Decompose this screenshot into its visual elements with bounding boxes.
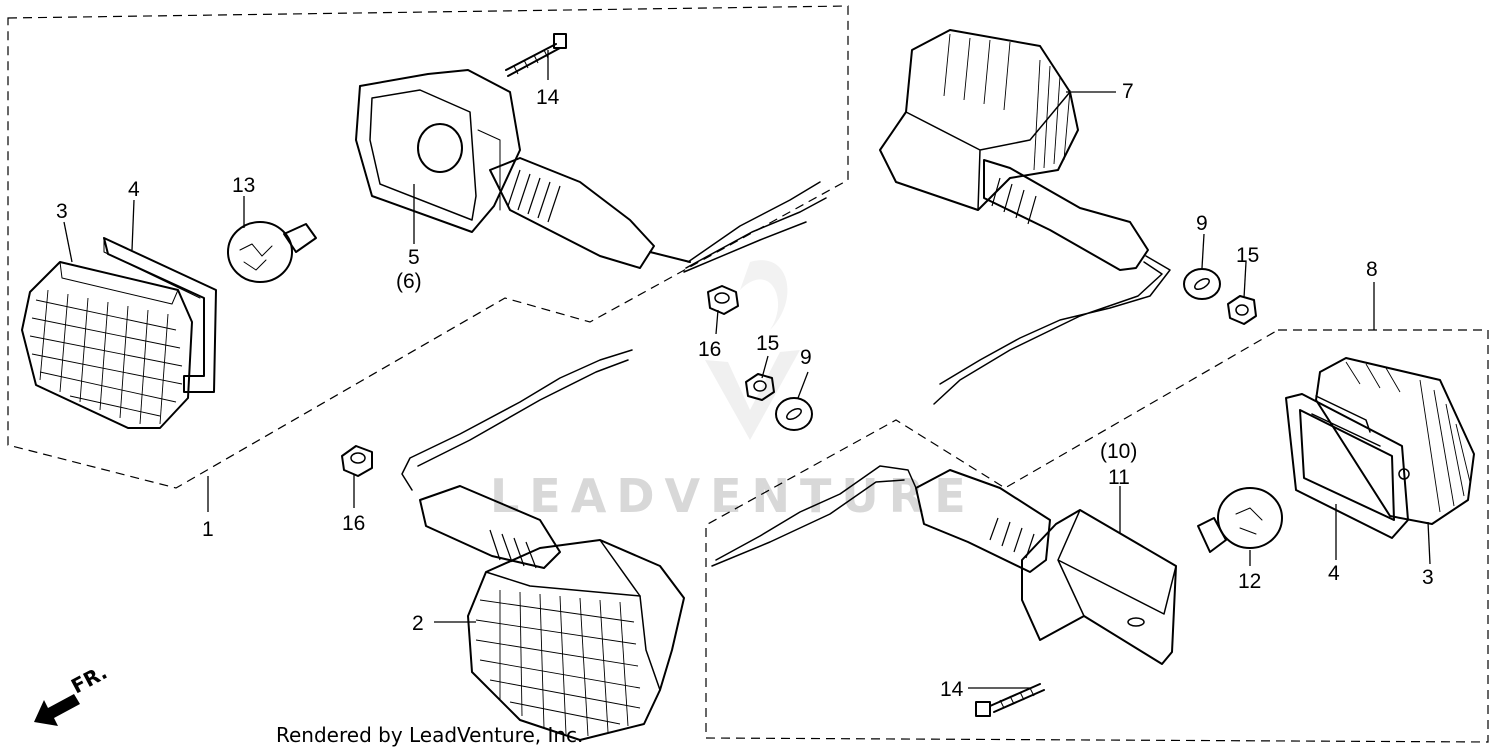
gasket-4-right bbox=[1285, 393, 1409, 539]
leader-lines bbox=[63, 50, 1431, 689]
lens-3-right bbox=[1315, 357, 1475, 525]
bulb-13 bbox=[227, 221, 317, 283]
callout-1: 1 bbox=[202, 518, 214, 541]
front-arrow-icon bbox=[34, 694, 80, 726]
bulb-12 bbox=[1197, 487, 1283, 553]
callout-10: (10) bbox=[1100, 440, 1137, 463]
callout-3-left: 3 bbox=[56, 200, 68, 223]
callout-15-right: 15 bbox=[1236, 244, 1259, 267]
callout-14-bottom: 14 bbox=[940, 678, 964, 701]
housing-11 bbox=[711, 465, 1177, 665]
callout-11: 11 bbox=[1108, 466, 1130, 489]
assembly-8-boundary bbox=[705, 329, 1489, 743]
callout-2: 2 bbox=[412, 612, 424, 635]
callouts: 3 4 13 5 (6) 14 7 9 15 8 16 15 9 16 1 (1… bbox=[56, 80, 1434, 701]
nut-16-lower bbox=[341, 445, 373, 477]
washer-9-right bbox=[1183, 268, 1221, 300]
callout-4-right: 4 bbox=[1328, 562, 1340, 585]
front-arrow: FR. bbox=[34, 660, 111, 726]
washer-9-left bbox=[775, 397, 813, 431]
nut-15-right bbox=[1227, 295, 1257, 325]
callout-15-left: 15 bbox=[756, 332, 779, 355]
gasket-4-left bbox=[103, 237, 217, 393]
turn-signal-2 bbox=[401, 349, 685, 741]
callout-9-left: 9 bbox=[800, 346, 812, 369]
callout-7: 7 bbox=[1122, 80, 1134, 103]
callout-16-lower: 16 bbox=[342, 512, 365, 535]
callout-5: 5 bbox=[408, 246, 420, 269]
callout-3-right: 3 bbox=[1422, 566, 1434, 589]
watermark-text: LEADVENTURE bbox=[490, 469, 976, 523]
callout-13: 13 bbox=[232, 174, 255, 197]
watermark-logo bbox=[705, 260, 800, 440]
screw-14-top bbox=[505, 33, 567, 77]
lens-3-left bbox=[21, 261, 193, 429]
callout-12: 12 bbox=[1238, 570, 1261, 593]
assembly-1-boundary bbox=[7, 5, 849, 489]
callout-9-right: 9 bbox=[1196, 212, 1208, 235]
render-credit: Rendered by LeadVenture, Inc. bbox=[276, 723, 583, 747]
nut-16-upper bbox=[707, 285, 739, 315]
callout-8: 8 bbox=[1366, 258, 1378, 281]
housing-5 bbox=[355, 69, 827, 273]
callout-14-top: 14 bbox=[536, 86, 560, 109]
callout-6: (6) bbox=[396, 270, 422, 293]
turn-signal-7 bbox=[879, 29, 1171, 405]
nut-15-left bbox=[745, 373, 775, 401]
screw-14-bottom bbox=[975, 683, 1045, 717]
callout-16-upper: 16 bbox=[698, 338, 721, 361]
front-label: FR. bbox=[67, 660, 111, 699]
callout-4-left: 4 bbox=[128, 178, 140, 201]
